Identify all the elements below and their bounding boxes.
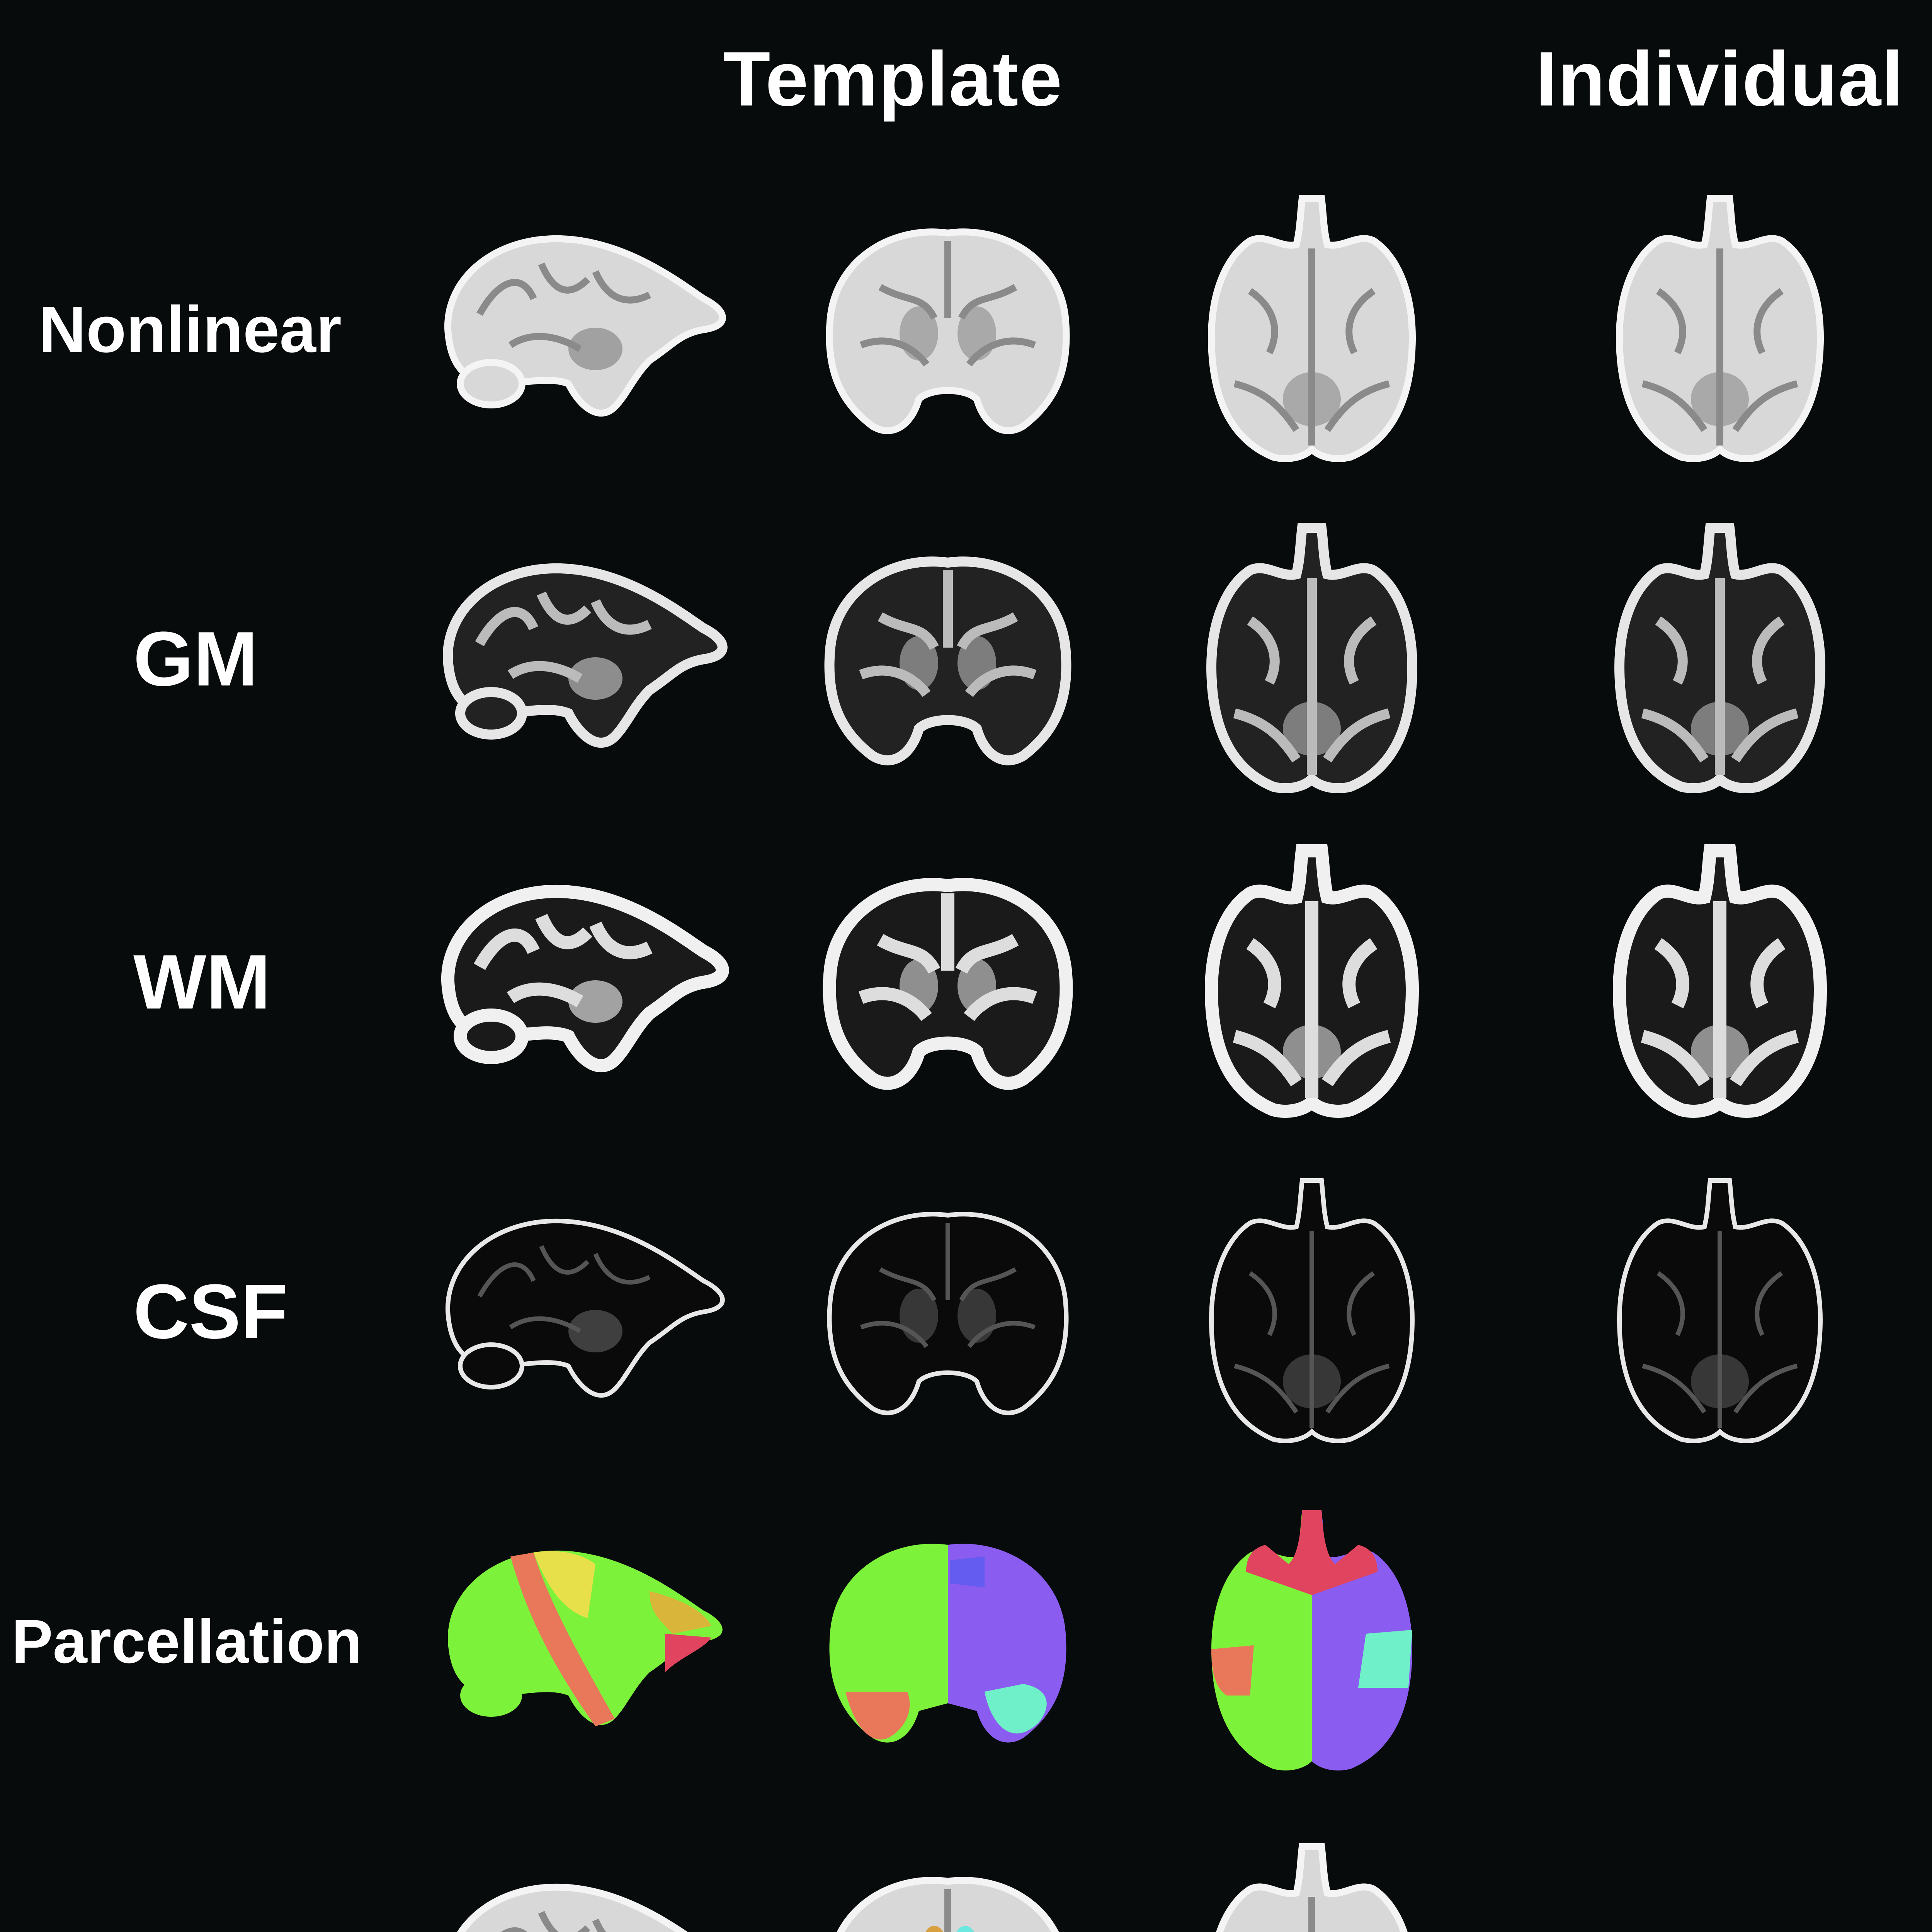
parcellation-coronal-view: [822, 1529, 1073, 1753]
csf-axial-view: [1204, 1173, 1420, 1451]
row-label-wm: WM: [133, 939, 271, 1025]
row-label-nonlinear: Nonlinear: [39, 293, 342, 366]
gm-individual-axial-view: [1612, 520, 1828, 798]
subcortical-coronal-view: [822, 1866, 1073, 1932]
gm-coronal-view: [822, 547, 1073, 771]
gm-axial-view: [1204, 520, 1420, 798]
parcellation-axial-view: [1204, 1502, 1420, 1781]
nonlinear-coronal-view: [822, 218, 1073, 442]
wm-axial-view: [1204, 843, 1420, 1121]
column-header-individual: Individual: [1536, 36, 1904, 122]
csf-sagittal-view: [433, 1204, 735, 1420]
wm-coronal-view: [822, 870, 1073, 1094]
nonlinear-sagittal-view: [433, 221, 735, 438]
nonlinear-individual-axial-view: [1612, 190, 1828, 469]
wm-individual-axial-view: [1612, 843, 1828, 1121]
row-label-csf: CSF: [133, 1269, 288, 1355]
subcortical-sagittal-view: [433, 1870, 735, 1932]
csf-individual-axial-view: [1612, 1173, 1828, 1451]
wm-sagittal-view: [433, 874, 735, 1090]
subcortical-axial-view: [1204, 1839, 1420, 1932]
nonlinear-axial-view: [1204, 190, 1420, 469]
gm-sagittal-view: [433, 551, 735, 767]
parcellation-sagittal-view: [433, 1533, 735, 1750]
row-label-gm: GM: [133, 616, 258, 702]
column-header-template: Template: [723, 36, 1063, 122]
row-label-parcellation: Parcellation: [12, 1607, 362, 1676]
csf-coronal-view: [822, 1200, 1073, 1424]
